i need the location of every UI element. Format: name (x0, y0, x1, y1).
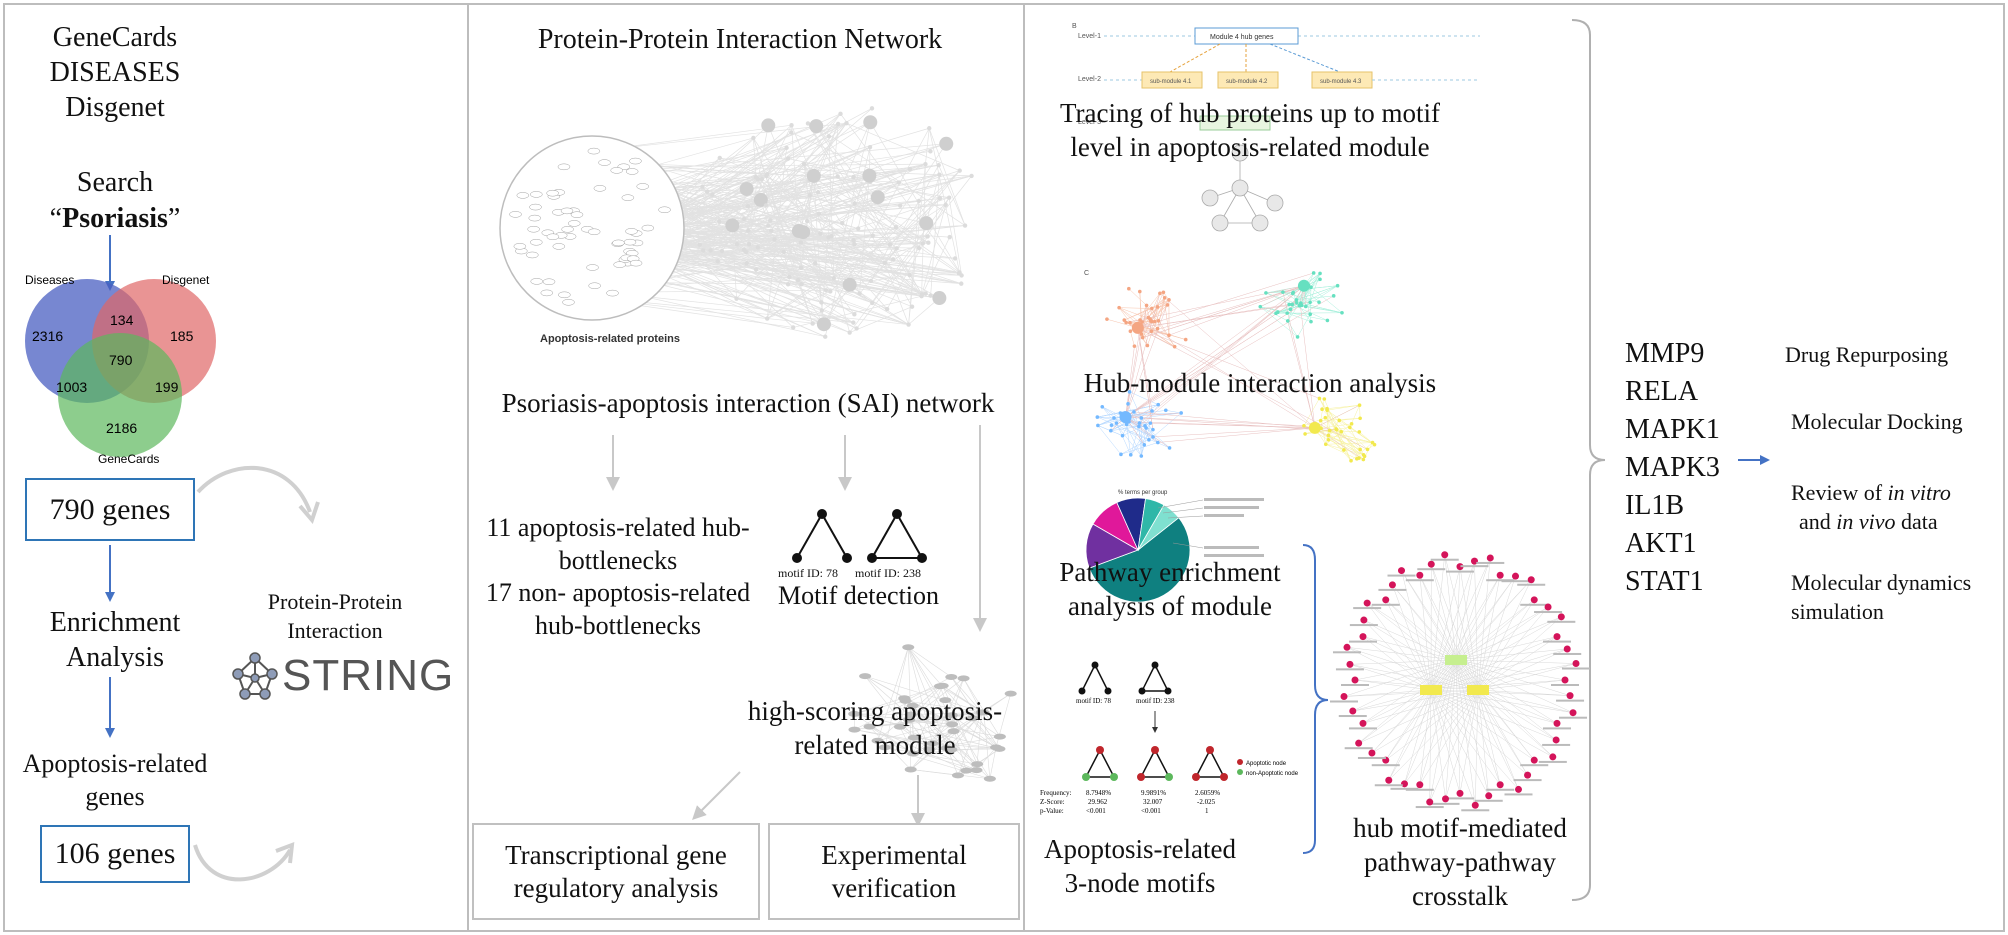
venn-count-diseases-disgenet: 134 (110, 312, 134, 328)
high-scoring-module-label: high-scoring apoptosis- related module (747, 696, 1003, 760)
tracing-hub-proteins: Tracing of hub proteins up to motif leve… (1060, 98, 1440, 162)
motif-id-78: motif ID: 78 (778, 566, 838, 580)
stats-label-frequency: Frequency: (1040, 789, 1072, 797)
motif-78-triangle (792, 509, 852, 563)
search-term: “Psoriasis” (49, 203, 181, 234)
high-scoring-module-graphic (848, 644, 1017, 782)
venn-count-diseases-genecards: 1003 (56, 379, 87, 395)
apoptosis-motifs-label: Apoptosis-related 3-node motifs (1044, 834, 1236, 898)
search-label: Search (76, 167, 154, 198)
ppi-network-title: Protein-Protein Interaction Network (537, 24, 943, 55)
mini-motifs-graphic: motif ID: 78 motif ID: 238 Apoptotic nod… (1040, 661, 1299, 815)
gene-akt1: AKT1 (1625, 528, 1697, 559)
source-diseases: DISEASES (49, 57, 181, 88)
venn-label-diseases: Diseases (25, 273, 74, 287)
hier-root: Module 4 hub genes (1210, 34, 1274, 41)
venn-count-disgenet-genecards: 199 (155, 379, 179, 395)
legend-apoptotic: Apoptotic node (1246, 761, 1287, 767)
hier-c-label: C (1084, 270, 1089, 277)
apoptosis-related-genes: Apoptosis-related genes (22, 749, 208, 811)
hub-gene-list: MMP9 RELA MAPK1 MAPK3 IL1B AKT1 STAT1 (1625, 335, 1720, 601)
mini-motif-id-78: motif ID: 78 (1076, 697, 1111, 705)
hub-module-interaction-graphic: C (1084, 270, 1377, 463)
hier-level3: Level-3 (1078, 119, 1101, 126)
outcome-drug-repurposing: Drug Repurposing (1785, 342, 1949, 367)
string-logo: STRING (282, 651, 455, 700)
legend-non-apoptotic: non-Apoptotic node (1246, 771, 1299, 777)
venn-circle-genecards (58, 333, 182, 457)
stats-3-pvalue: 1 (1205, 807, 1209, 815)
stats-2-pvalue: <0.001 (1141, 807, 1161, 815)
pathway-pie-chart: % terms per group (1085, 490, 1264, 603)
stats-label-zscore: Z-Score: (1040, 798, 1065, 806)
stats-2-frequency: 9.9891% (1141, 789, 1166, 797)
gene-il1b: IL1B (1625, 490, 1685, 521)
stats-3-zscore: -2.025 (1197, 798, 1216, 806)
motif-238-triangle (867, 509, 927, 563)
stats-1-frequency: 8.7948% (1086, 789, 1111, 797)
ppi-network-graphic (499, 106, 974, 339)
pathway-enrichment-label: Pathway enrichment analysis of module (1059, 557, 1281, 621)
hier-level2: Level-2 (1078, 76, 1101, 83)
venn-count-diseases-only: 2316 (32, 328, 63, 344)
mini-motif-id-238: motif ID: 238 (1136, 697, 1175, 705)
gene-mapk3: MAPK3 (1625, 452, 1720, 483)
pathway-crosstalk-graphic (1330, 551, 1590, 812)
enrichment-analysis: Enrichment Analysis (49, 607, 181, 673)
string-network-icon (232, 652, 278, 700)
venn-count-all: 790 (109, 352, 133, 368)
sai-network-label: Psoriasis-apoptosis interaction (SAI) ne… (501, 388, 995, 418)
hier-sub-3: sub-module 4.3 (1320, 79, 1362, 85)
gene-mmp9: MMP9 (1625, 338, 1705, 369)
module-hierarchy-graphic: B Level-1 Level-2 Level-3 Module 4 hub g… (1072, 23, 1480, 232)
source-databases: GeneCards DISEASES Disgenet (20, 20, 210, 125)
search-term-text: Psoriasis (62, 203, 168, 234)
transcriptional-box: Transcriptional gene regulatory analysis (472, 823, 760, 920)
venn-count-genecards-only: 2186 (106, 420, 137, 436)
hier-b-label: B (1072, 23, 1077, 30)
curved-arrow-106 (193, 841, 295, 882)
hier-sub-1: sub-module 4.1 (1150, 79, 1192, 85)
stats-1-pvalue: <0.001 (1086, 807, 1106, 815)
motif-detection-label: Motif detection (778, 581, 940, 610)
source-disgenet: Disgenet (65, 92, 165, 123)
panel-module-analysis (1023, 3, 2005, 932)
crosstalk-label: hub motif-mediated pathway-pathway cross… (1353, 813, 1567, 911)
hier-level1: Level-1 (1078, 33, 1101, 40)
gene-stat1: STAT1 (1625, 566, 1704, 597)
stats-label-pvalue: p-Value: (1040, 807, 1064, 815)
stats-1-zscore: 29.962 (1088, 798, 1108, 806)
outcome-md-simulation: Molecular dynamics simulation (1791, 570, 1972, 624)
genes-790-box: 790 genes (25, 478, 195, 541)
hier-sub-2: sub-module 4.2 (1226, 79, 1268, 85)
stats-2-zscore: 32.007 (1143, 798, 1163, 806)
experimental-box: Experimental verification (768, 823, 1020, 920)
venn-count-disgenet-only: 185 (170, 328, 194, 344)
source-genecards: GeneCards (52, 22, 178, 53)
venn-label-genecards: GeneCards (98, 452, 159, 466)
string-title: Protein-Protein Interaction (267, 589, 403, 643)
venn-label-disgenet: Disgenet (162, 273, 210, 287)
apoptosis-proteins-label: Apoptosis-related proteins (540, 333, 680, 345)
stats-3-frequency: 2.6059% (1195, 789, 1220, 797)
hub-bottlenecks-text: 11 apoptosis-related hub- bottlenecks 17… (485, 513, 751, 640)
hub-module-label: Hub-module interaction analysis (1083, 368, 1437, 398)
pie-title: % terms per group (1118, 490, 1168, 496)
genes-106-box: 106 genes (40, 825, 190, 883)
outcome-molecular-docking: Molecular Docking (1791, 409, 1963, 434)
outcome-review: Review of in vitro and in vivo data (1791, 480, 1951, 534)
curved-arrow-790 (196, 465, 320, 524)
gene-rela: RELA (1625, 376, 1699, 407)
venn-diagram: Diseases Disgenet GeneCards 2316 185 218… (25, 273, 216, 466)
gene-mapk1: MAPK1 (1625, 414, 1720, 445)
motif-id-238: motif ID: 238 (855, 566, 921, 580)
